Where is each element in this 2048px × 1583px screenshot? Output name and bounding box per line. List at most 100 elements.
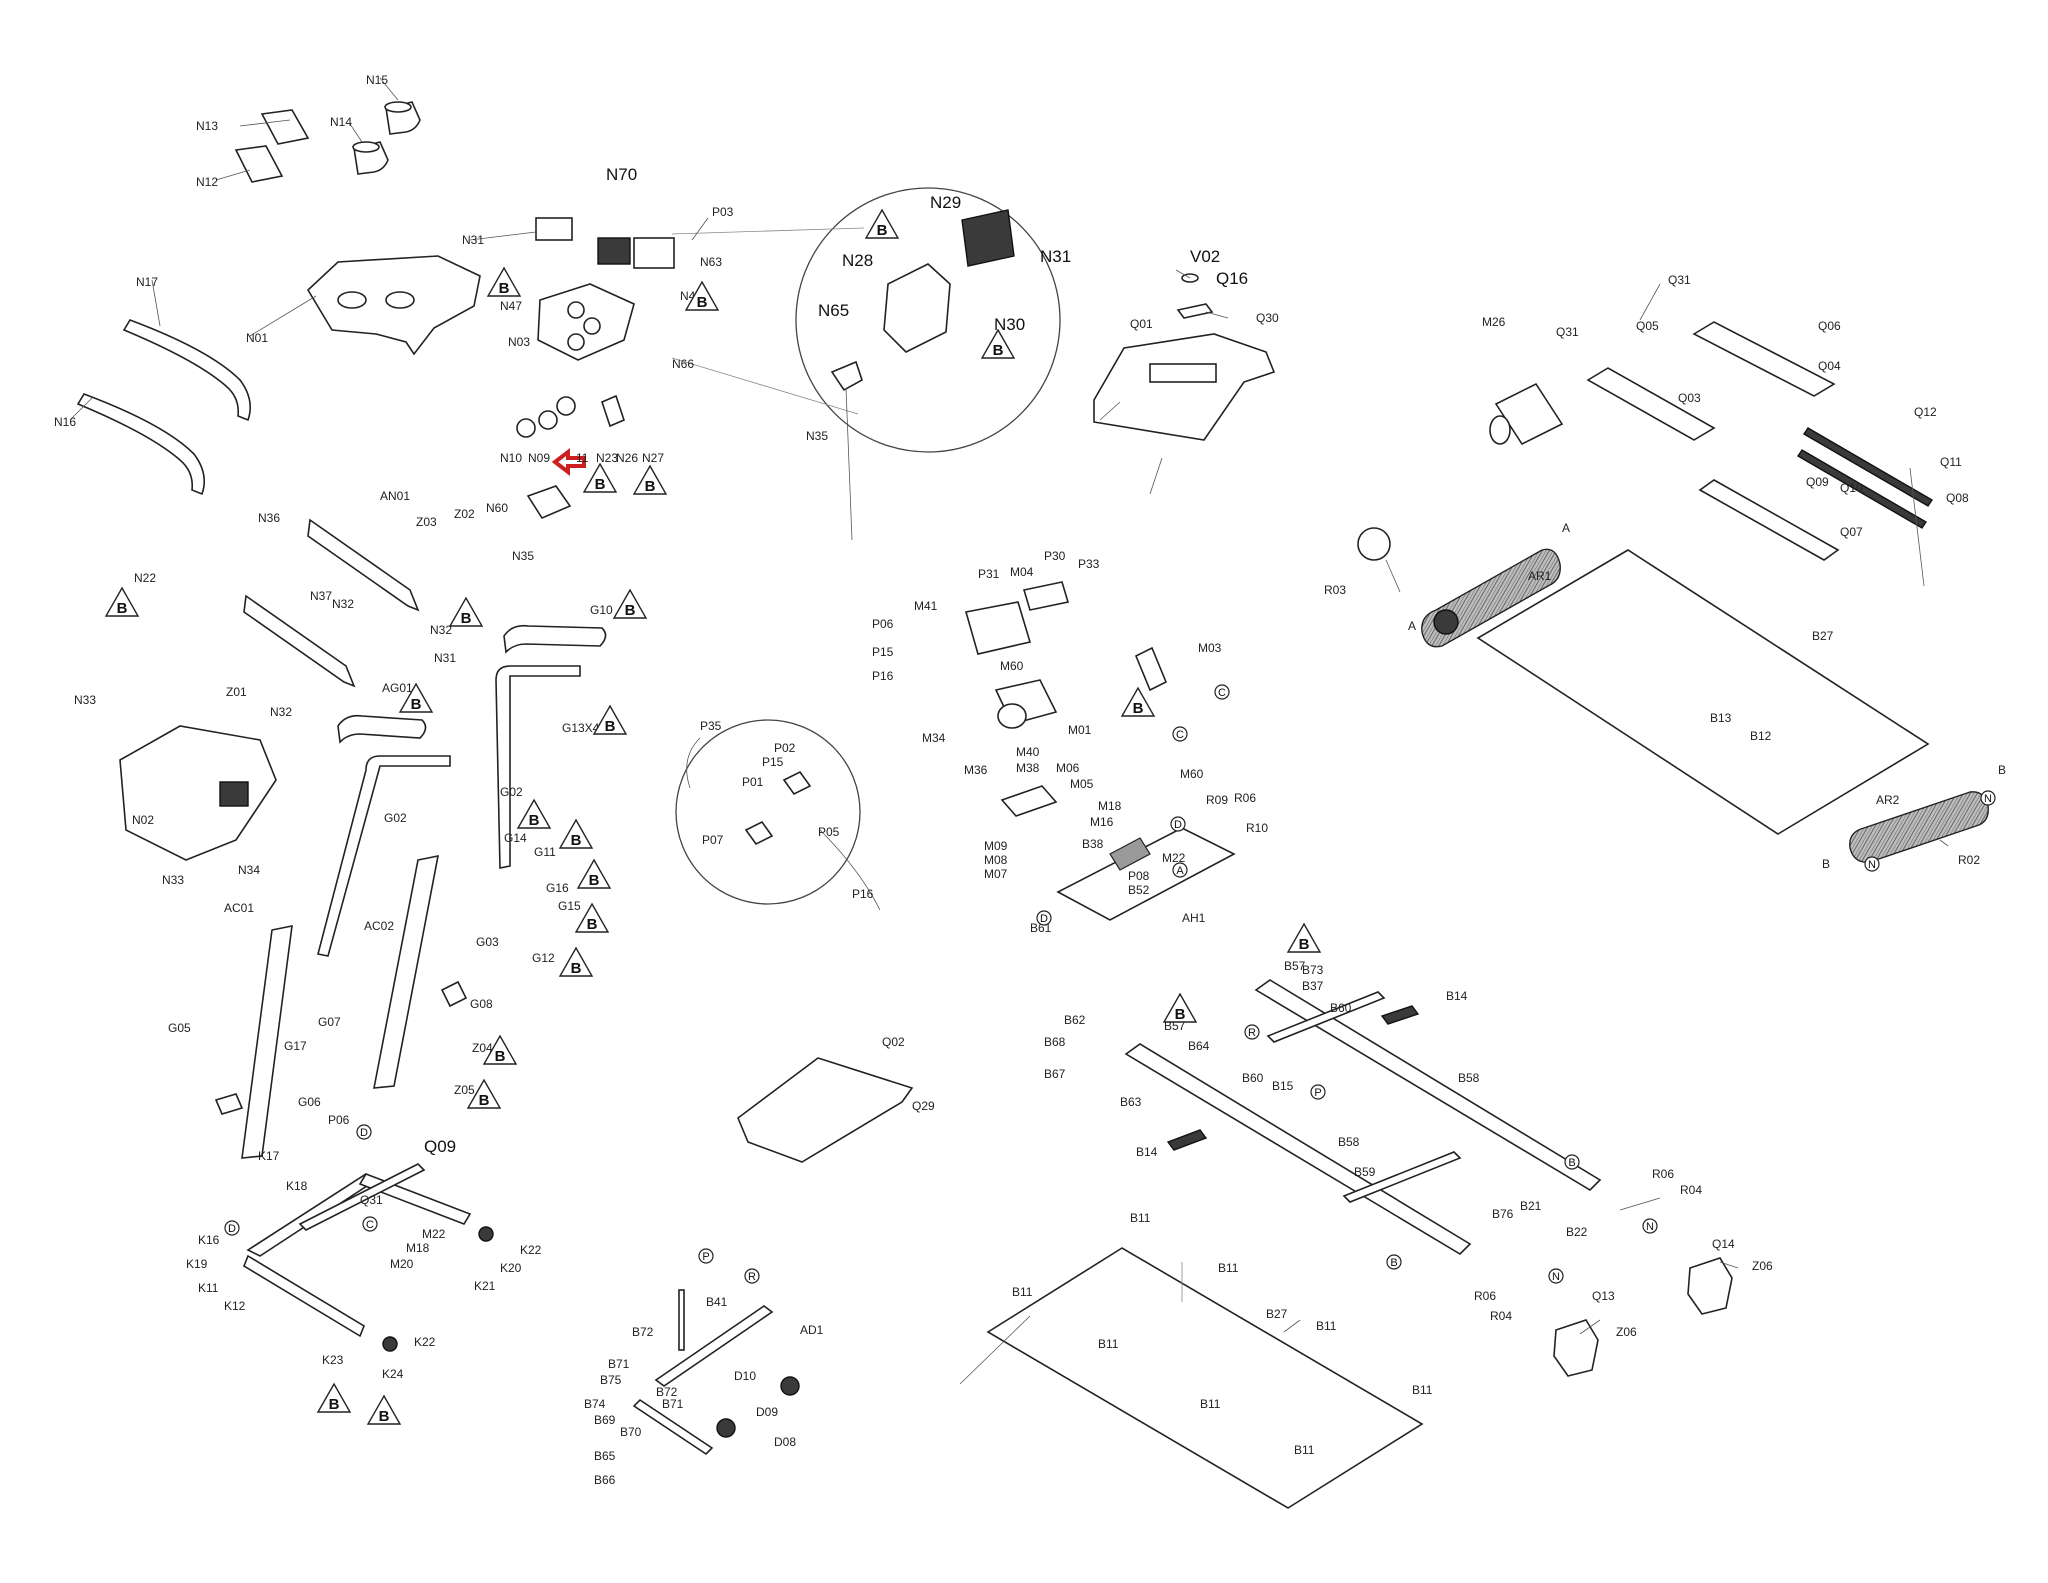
svg-text:B: B — [645, 478, 656, 495]
label-q31-left: Q31 — [360, 1193, 383, 1207]
label-m20: M20 — [390, 1257, 414, 1271]
ref-tag-p: P — [1310, 1084, 1326, 1100]
harness-p07 — [744, 820, 774, 846]
hardware-badge-b: B — [1286, 922, 1322, 953]
cup-holder-top-n15 — [384, 101, 412, 113]
svg-text:P: P — [1314, 1087, 1321, 1099]
label-n22: N22 — [134, 571, 156, 585]
label-z02: Z02 — [454, 507, 475, 521]
label-g10: G10 — [590, 603, 613, 617]
base-rail-front — [243, 1254, 365, 1338]
label-m40: M40 — [1016, 745, 1040, 759]
frame-rail-right — [1254, 979, 1602, 1192]
label-n35-left: N35 — [512, 549, 534, 563]
label-ah1: AH1 — [1182, 911, 1206, 925]
ref-tag-n: N — [1980, 790, 1996, 806]
label-n03: N03 — [508, 335, 530, 349]
label-g16: G16 — [546, 881, 569, 895]
label-b38: B38 — [1082, 837, 1104, 851]
bracket-n23 — [601, 394, 625, 428]
label-n47: N47 — [500, 299, 522, 313]
hardware-badge-b: B — [558, 818, 594, 849]
harness-p02 — [782, 770, 812, 796]
label-ac01: AC01 — [224, 901, 254, 915]
svg-text:C: C — [366, 1219, 374, 1231]
label-p03: P03 — [712, 205, 734, 219]
tray-n12 — [234, 145, 284, 183]
hardware-badge-b: B — [582, 462, 618, 493]
label-m09: M09 — [984, 839, 1008, 853]
label-b37: B37 — [1302, 979, 1324, 993]
label-b63: B63 — [1120, 1095, 1142, 1109]
label-p16-circle: P16 — [852, 887, 874, 901]
upright-group — [119, 518, 607, 1159]
label-q09-left: Q09 — [424, 1137, 456, 1156]
label-p30: P30 — [1044, 549, 1066, 563]
label-b73: B73 — [1302, 963, 1324, 977]
cover-m04 — [1022, 581, 1070, 611]
detail-circle-fan — [795, 187, 1061, 453]
cup-holder-top-n14 — [352, 141, 380, 153]
label-b65: B65 — [594, 1449, 616, 1463]
label-n30: N30 — [994, 315, 1025, 334]
label-p15-right: P15 — [872, 645, 894, 659]
deck-board-lower — [986, 1247, 1424, 1509]
label-b71-lower: B71 — [662, 1397, 684, 1411]
label-m01: M01 — [1068, 723, 1092, 737]
hardware-badge-b: B — [632, 464, 668, 495]
label-m36: M36 — [964, 763, 988, 777]
ref-tag-c: C — [362, 1216, 378, 1232]
svg-text:B: B — [411, 696, 422, 713]
hardware-badge-b: B — [864, 208, 900, 239]
label-n29: N29 — [930, 193, 961, 212]
label-z04: Z04 — [472, 1041, 493, 1055]
label-b-right: B — [1998, 763, 2006, 777]
label-n70: N70 — [606, 165, 637, 184]
label-b75: B75 — [600, 1373, 622, 1387]
label-q31-right-b: Q31 — [1556, 325, 1579, 339]
label-n15: N15 — [366, 73, 388, 87]
rail-q04 — [1692, 321, 1836, 397]
wheel-k22-upper — [478, 1226, 494, 1242]
label-q13: Q13 — [1592, 1289, 1615, 1303]
rail-q11 — [1797, 449, 1927, 529]
label-k19: K19 — [186, 1257, 208, 1271]
label-q09-right: Q09 — [1806, 475, 1829, 489]
svg-text:D: D — [360, 1127, 368, 1139]
label-m26: M26 — [1482, 315, 1506, 329]
label-b69: B69 — [594, 1413, 616, 1427]
grip-ag01 — [337, 714, 427, 744]
hardware-badge-b: B — [576, 858, 612, 889]
ref-tag-n: N — [1642, 1218, 1658, 1234]
lift-rail-lower — [632, 1398, 714, 1456]
end-cap-q13 — [1553, 1319, 1599, 1377]
upright-ac02 — [373, 854, 440, 1089]
label-k11: K11 — [198, 1281, 219, 1295]
label-g06: G06 — [298, 1095, 321, 1109]
label-k22-lower: K22 — [414, 1335, 436, 1349]
label-p06-left: P06 — [328, 1113, 350, 1127]
label-m03: M03 — [1198, 641, 1222, 655]
label-b72-upper: B72 — [632, 1325, 654, 1339]
label-n37: N37 — [310, 589, 332, 603]
fan-blade-n65 — [830, 360, 863, 392]
label-n60: N60 — [486, 501, 508, 515]
svg-text:B: B — [329, 1396, 340, 1413]
label-g13x4: G13X4 — [562, 721, 600, 735]
svg-text:B: B — [571, 832, 582, 849]
label-b14-upper: B14 — [1446, 989, 1468, 1003]
label-n33-top: N33 — [74, 693, 96, 707]
svg-text:B: B — [697, 294, 708, 311]
hardware-badge-b: B — [448, 596, 484, 627]
frame-crossbar-upper — [1266, 991, 1386, 1043]
label-z01: Z01 — [226, 685, 247, 699]
label-b27-upper: B27 — [1812, 629, 1834, 643]
hardware-badge-b: B — [366, 1394, 402, 1425]
label-m60-upper: M60 — [1000, 659, 1024, 673]
label-b60-upper: B60 — [1330, 1001, 1352, 1015]
label-q29: Q29 — [912, 1099, 935, 1113]
label-b70: B70 — [620, 1425, 642, 1439]
controller-m41 — [964, 601, 1032, 655]
base-frame-left — [243, 1163, 494, 1352]
